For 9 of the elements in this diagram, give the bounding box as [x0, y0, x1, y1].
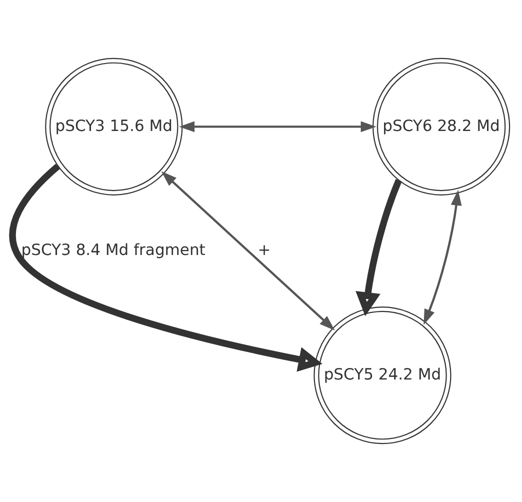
arrow — [161, 171, 335, 331]
arrow — [9, 164, 322, 372]
edge-label: + — [258, 241, 271, 260]
node-circle: pSCY3 15.6 Md — [45, 58, 183, 196]
edge-label: pSCY3 8.4 Md fragment — [21, 241, 206, 260]
node-circle: pSCY6 28.2 Md — [372, 58, 510, 196]
arrow — [424, 190, 462, 325]
arrow — [356, 179, 402, 316]
arrow — [178, 121, 376, 132]
